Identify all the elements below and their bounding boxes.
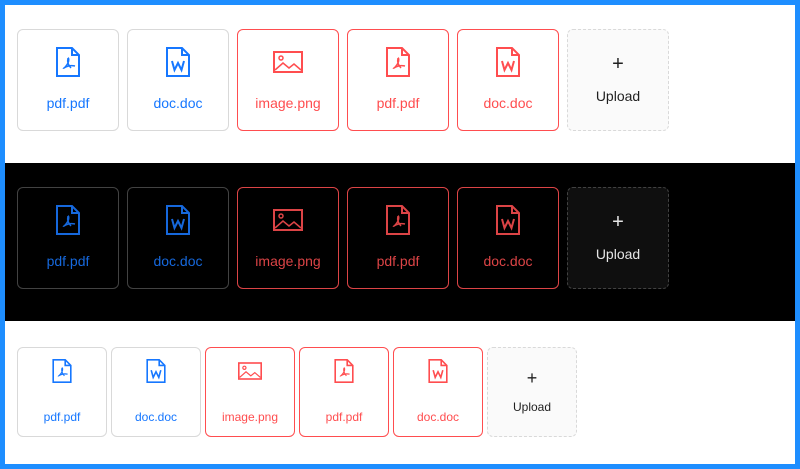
file-card-error[interactable]: doc.doc (457, 187, 559, 289)
file-name: doc.doc (153, 253, 203, 269)
file-pdf-icon (383, 204, 413, 236)
file-name: doc.doc (134, 410, 178, 424)
file-name: pdf.pdf (46, 253, 90, 269)
upload-label: Upload (512, 400, 552, 414)
file-pdf-icon (383, 46, 413, 78)
file-pdf-icon (53, 46, 83, 78)
file-card[interactable]: doc.doc (111, 347, 201, 437)
file-card[interactable]: pdf.pdf (17, 187, 119, 289)
file-name: doc.doc (483, 95, 533, 111)
upload-button[interactable]: + Upload (567, 29, 669, 131)
file-name: doc.doc (483, 253, 533, 269)
file-image-icon (273, 46, 303, 78)
plus-icon: + (526, 368, 538, 388)
page-frame: pdf.pdf doc.doc image.png pdf.pdf (5, 5, 795, 464)
file-word-icon (493, 204, 523, 236)
plus-icon: + (612, 53, 624, 75)
upload-list-light: pdf.pdf doc.doc image.png pdf.pdf (5, 5, 795, 163)
plus-icon: + (612, 211, 624, 233)
file-card-error[interactable]: doc.doc (457, 29, 559, 131)
file-card[interactable]: doc.doc (127, 29, 229, 131)
file-word-icon (426, 358, 450, 384)
picture-card-row: pdf.pdf doc.doc image.png pdf.pdf (17, 29, 669, 131)
picture-card-row: pdf.pdf doc.doc image.png pdf.pdf (17, 187, 669, 289)
file-pdf-icon (50, 358, 74, 384)
file-card-error[interactable]: pdf.pdf (299, 347, 389, 437)
file-card-error[interactable]: image.png (237, 187, 339, 289)
file-pdf-icon (332, 358, 356, 384)
upload-button[interactable]: + Upload (567, 187, 669, 289)
file-word-icon (493, 46, 523, 78)
file-card-error[interactable]: image.png (205, 347, 295, 437)
upload-label: Upload (595, 246, 641, 262)
file-word-icon (163, 204, 193, 236)
picture-card-row: pdf.pdf doc.doc image.png pdf.pdf (17, 347, 577, 437)
file-image-icon (238, 358, 262, 384)
upload-list-dark: pdf.pdf doc.doc image.png pdf.pdf (5, 163, 795, 321)
file-name: pdf.pdf (325, 410, 363, 424)
upload-list-small: pdf.pdf doc.doc image.png pdf.pdf (5, 321, 795, 464)
file-card[interactable]: pdf.pdf (17, 29, 119, 131)
file-card-error[interactable]: image.png (237, 29, 339, 131)
file-card[interactable]: pdf.pdf (17, 347, 107, 437)
file-name: pdf.pdf (376, 253, 420, 269)
file-name: pdf.pdf (376, 95, 420, 111)
file-name: image.png (255, 253, 321, 269)
file-name: pdf.pdf (43, 410, 81, 424)
file-name: pdf.pdf (46, 95, 90, 111)
file-image-icon (273, 204, 303, 236)
file-word-icon (144, 358, 168, 384)
file-name: doc.doc (153, 95, 203, 111)
file-name: image.png (221, 410, 279, 424)
file-word-icon (163, 46, 193, 78)
file-name: image.png (255, 95, 321, 111)
file-card[interactable]: doc.doc (127, 187, 229, 289)
upload-label: Upload (595, 88, 641, 104)
file-card-error[interactable]: pdf.pdf (347, 29, 449, 131)
upload-button[interactable]: + Upload (487, 347, 577, 437)
file-name: doc.doc (416, 410, 460, 424)
file-pdf-icon (53, 204, 83, 236)
file-card-error[interactable]: doc.doc (393, 347, 483, 437)
file-card-error[interactable]: pdf.pdf (347, 187, 449, 289)
